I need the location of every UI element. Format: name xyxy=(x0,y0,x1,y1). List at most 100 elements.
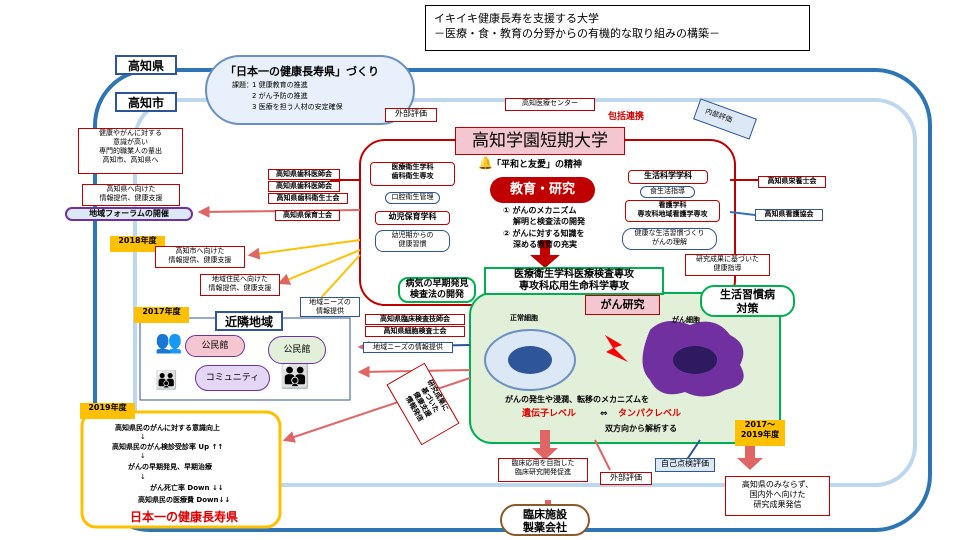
header-title: イキイキ健康長寿を支援する大学 xyxy=(434,12,599,25)
dept-health-community: 健康な生活習慣づくり がんの理解 xyxy=(622,228,717,250)
local-info-l2: 情報提供、健康支援 xyxy=(208,284,272,292)
spirit-label: 「平和と友愛」の精神 xyxy=(492,160,583,170)
partner-center: 高知医療センター xyxy=(505,98,595,111)
research-results-guide: 研究成果に基づいた 健康指導 xyxy=(685,254,770,276)
bidirectional-arrow: ⇔ xyxy=(600,409,608,419)
outreach-l2: 国内外へ向けた xyxy=(749,490,806,499)
family-icon: 👪 xyxy=(155,370,178,391)
assoc-dental-1: 高知県歯科医師会 xyxy=(268,169,340,180)
assoc-nursing: 高知県看護協会 xyxy=(755,209,823,221)
outreach-l1: 高知県のみならず、 xyxy=(741,480,814,489)
city-label: 高知市 xyxy=(115,92,177,112)
education-link-box: 健康やがんに対する 意識が高い 専門的職業人の輩出 高知市、高知県へ xyxy=(78,128,183,174)
health-community-l2: がんの理解 xyxy=(652,238,687,246)
internal-eval-label: 内部評価 xyxy=(704,107,734,125)
dept-oral-health: 口腔衛生管理 xyxy=(385,192,440,204)
outcomes-frame xyxy=(80,410,282,529)
goal-line-4: 深める教育の充実 xyxy=(513,240,577,249)
program-box: 医療衛生学科医療検査専攻 専攻科応用生命科学専攻 xyxy=(484,267,664,295)
assoc-nutrition: 高知県栄養士会 xyxy=(758,176,826,188)
city-info-box: 高知市へ向けた 情報提供、健康支援 xyxy=(155,246,245,268)
cloud-topics-label: 課題： xyxy=(232,81,253,89)
outcome-arrow-3: ↓ xyxy=(140,473,146,481)
early-detection-l1: 病気の早期発見 xyxy=(405,279,469,289)
local-info-l1: 地域住民へ向けた xyxy=(212,275,268,283)
childcare-sub-l2: 健康習慣 xyxy=(398,240,427,248)
university-name: 高知学園短期大学 xyxy=(455,127,625,155)
lightning-icon xyxy=(605,335,628,362)
assoc-cell: 高知県細胞検査士会 xyxy=(365,326,465,337)
family-icon-right: 👪 xyxy=(280,362,310,390)
outreach-l3: 研究成果発信 xyxy=(753,500,802,509)
outreach-years: 2017～ 2019年度 xyxy=(735,420,785,446)
nursing-l1: 看護学科 xyxy=(658,201,687,209)
clinical-dev-box: 臨床応用を目指した 臨床研究開発促進 xyxy=(498,458,588,482)
self-eval-box: 自己点検評価 xyxy=(655,458,715,472)
protein-level: タンパクレベル xyxy=(618,409,682,419)
dept-medical-health-l2: 歯科衛生専攻 xyxy=(391,172,434,180)
goal-line-2: 解明と検査法の開発 xyxy=(513,217,585,226)
dept-life-science: 生活科学学科 xyxy=(628,170,708,184)
year-2018: 2018年度 xyxy=(110,236,165,252)
goal-line-3: ② がんに対する知識を xyxy=(503,229,585,238)
neighborhood-label: 近隣地域 xyxy=(215,311,283,331)
header-box: イキイキ健康長寿を支援する大学 －医療・食・教育の分野からの有機的な取り組みの構… xyxy=(425,5,810,51)
assoc-dental-hyg: 高知県歯科衛生士会 xyxy=(268,193,348,204)
clinical-partners-l1: 臨床施設 xyxy=(523,508,567,521)
normal-cell-label: 正常細胞 xyxy=(510,314,538,322)
clinical-partners: 臨床施設 製薬会社 xyxy=(500,504,590,536)
goal-line-1: ① がんのメカニズム xyxy=(503,206,577,215)
core-education-research: 教育・研究 xyxy=(490,177,595,203)
early-detection: 病気の早期発見 検査法の開発 xyxy=(398,277,476,303)
outcome-goal: 日本一の健康長寿県 xyxy=(130,510,239,524)
clinical-dev-l1: 臨床応用を目指した xyxy=(511,459,575,467)
partnership-label: 包括連携 xyxy=(608,112,645,122)
community-circle: コミュニティ xyxy=(195,365,270,391)
outcome-1: 高知県民のがんに対する意識向上 xyxy=(115,424,220,432)
external-eval-bottom: 外部評価 xyxy=(600,472,652,485)
bell-icon: 🔔 xyxy=(478,156,493,170)
program-l2: 専攻科応用生命科学専攻 xyxy=(519,281,629,292)
edu-link-l1: 健康やがんに対する xyxy=(99,129,162,137)
clinical-dev-l2: 臨床研究開発促進 xyxy=(515,468,571,476)
pref-info-l1: 高知県へ向けた xyxy=(106,185,156,193)
mechanism-text: がんの発生や浸潤、転移のメカニズムを xyxy=(505,395,649,404)
local-info-box: 地域住民へ向けた 情報提供、健康支援 xyxy=(200,274,280,296)
external-eval-top: 外部評価 xyxy=(385,108,437,122)
dept-life-sub: 食生活指導 xyxy=(640,186,695,198)
clinical-partners-l2: 製薬会社 xyxy=(523,521,567,534)
needs-collect-l2: 情報提供 xyxy=(316,307,344,315)
health-cloud: 「日本一の健康長寿県」づくり 課題： 1 健康教育の推進 2 がん予防の推進 3… xyxy=(205,55,415,125)
outreach-box: 高知県のみならず、 国内外へ向けた 研究成果発信 xyxy=(725,476,830,516)
cancer-cell-label: がん細胞 xyxy=(672,316,700,324)
assoc-childcare: 高知県保育士会 xyxy=(275,210,340,221)
prefecture-label: 高知県 xyxy=(115,55,177,75)
research-results-l1: 研究成果に基づいた xyxy=(696,255,759,263)
prefecture-info-box: 高知県へ向けた 情報提供、健康支援 xyxy=(82,184,180,206)
lifestyle-l2: 対策 xyxy=(736,302,759,315)
needs-collect-l1: 地域ニーズの xyxy=(309,298,351,306)
outcome-5: 高知県民の医療費 Down↓↓ xyxy=(138,496,231,504)
cloud-title: 「日本一の健康長寿県」づくり xyxy=(225,65,379,78)
needs-collect-box: 地域ニーズの 情報提供 xyxy=(300,297,360,317)
program-l1: 医療衛生学科医療検査専攻 xyxy=(514,269,634,280)
nursing-l2: 専攻科地域看護学専攻 xyxy=(637,210,708,218)
dept-nursing: 看護学科 専攻科地域看護学専攻 xyxy=(625,200,720,222)
lifestyle-disease: 生活習慣病 対策 xyxy=(700,285,795,317)
dept-childcare: 幼児保育学科 xyxy=(375,211,450,225)
cloud-topic-3: 3 医療を担う人材の安定確保 xyxy=(252,103,343,111)
outreach-years-l2: 2019年度 xyxy=(740,430,780,439)
childcare-sub-l1: 幼児期からの xyxy=(391,231,434,239)
edu-link-l4: 高知市、高知県へ xyxy=(102,156,159,164)
edu-link-l2: 意識が高い xyxy=(113,138,148,146)
edu-link-l3: 専門的職業人の輩出 xyxy=(99,147,162,155)
people-icon-left: 👥 xyxy=(155,330,183,355)
cloud-topic-1: 1 健康教育の推進 xyxy=(252,81,308,89)
needs-provide-box: 地域ニーズの情報提供 xyxy=(363,342,453,353)
header-subtitle: －医療・食・教育の分野からの有機的な取り組みの構築－ xyxy=(434,27,720,40)
dept-medical-health: 医療衛生学科 歯科衛生専攻 xyxy=(370,162,455,186)
research-results-l2: 健康指導 xyxy=(713,264,742,272)
cloud-topic-2: 2 がん予防の推進 xyxy=(252,92,308,100)
outcome-arrow-1: ↓ xyxy=(140,433,146,441)
